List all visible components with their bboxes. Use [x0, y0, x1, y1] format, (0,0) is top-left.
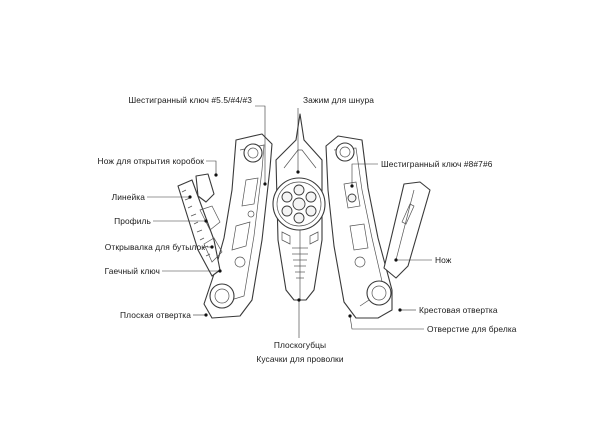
leader-lines [147, 105, 432, 338]
label-bottle-opener: Открывалка для бутылок [104, 242, 205, 252]
center-pliers [272, 113, 326, 301]
label-wire-cutters: Кусачки для проволки [256, 354, 344, 364]
label-hex-wrench-small: Шестигранный ключ #5.5/#4/#3 [128, 95, 252, 105]
left-handle [203, 133, 273, 319]
left-fold-tools [177, 173, 223, 277]
right-handle [325, 135, 393, 319]
label-profile: Профиль [114, 216, 151, 226]
label-box-opener: Нож для открытия коробок [97, 156, 204, 166]
label-phillips: Крестовая отвертка [419, 305, 498, 315]
label-keyring-hole: Отверстие для брелка [427, 324, 517, 334]
label-ruler: Линейка [111, 192, 145, 202]
label-pliers: Плоскогубцы [273, 340, 327, 350]
label-knife: Нож [435, 255, 452, 265]
label-cord-clamp: Зажим для шнура [303, 95, 374, 105]
label-flat-screwdriver: Плоская отвертка [120, 310, 191, 320]
knife-blade [383, 181, 431, 279]
label-hex-wrench-large: Шестигранный ключ #8#7#6 [381, 159, 493, 169]
label-spanner: Гаечный ключ [104, 266, 160, 276]
